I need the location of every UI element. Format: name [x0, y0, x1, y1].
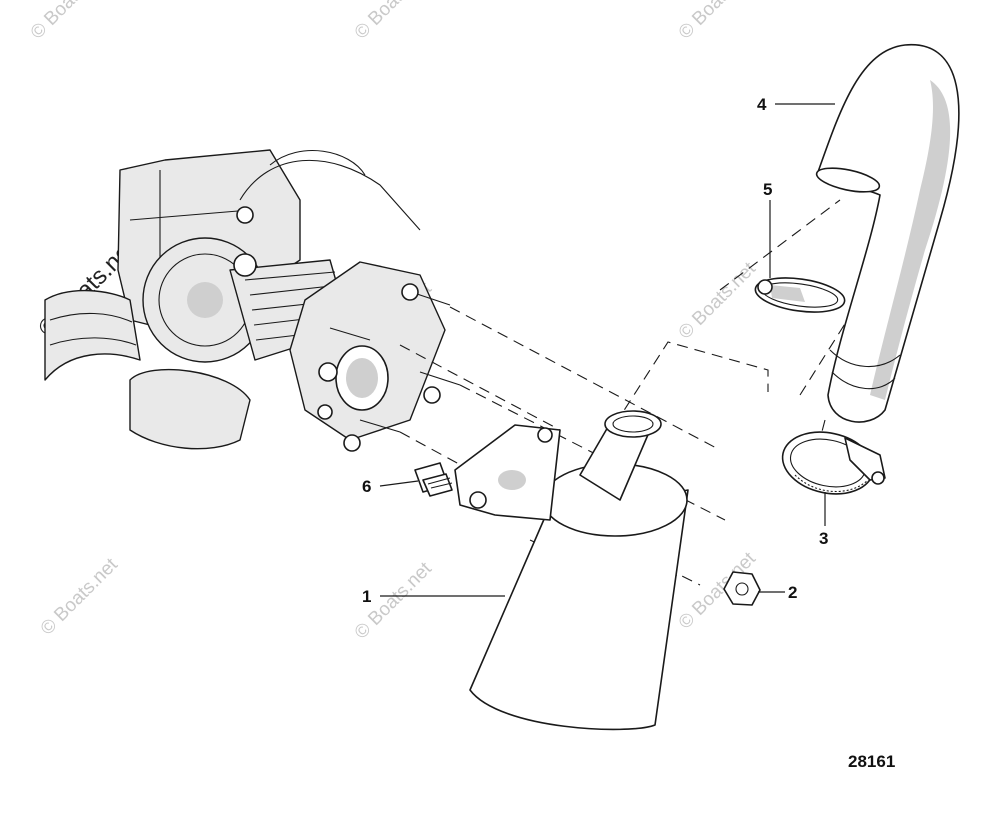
- turbocharger-assembly: [44, 149, 461, 452]
- watermark-3: © Boats.net: [675, 0, 761, 44]
- figure-number: 28161: [848, 752, 895, 771]
- callout-2: 2: [788, 583, 797, 602]
- callout-1: 1: [362, 587, 371, 606]
- part-6-plug: [414, 462, 453, 497]
- callout-4: 4: [757, 95, 767, 114]
- part-3-hose-clamp: [781, 431, 886, 495]
- part-2-nut: [723, 571, 761, 606]
- watermark-5: © Boats.net: [675, 258, 761, 344]
- callout-5: 5: [763, 180, 772, 199]
- watermark-6: © Boats.net: [37, 554, 123, 640]
- callout-6: 6: [362, 477, 371, 496]
- leader-lines: [379, 103, 835, 597]
- part-1-exhaust-tube: [454, 410, 689, 731]
- part-5-clamp: [754, 277, 846, 313]
- watermark-1: © Boats.net: [27, 0, 113, 44]
- callout-3: 3: [819, 529, 828, 548]
- part-4-hose: [815, 44, 960, 423]
- watermark-2: © Boats.net: [351, 0, 437, 44]
